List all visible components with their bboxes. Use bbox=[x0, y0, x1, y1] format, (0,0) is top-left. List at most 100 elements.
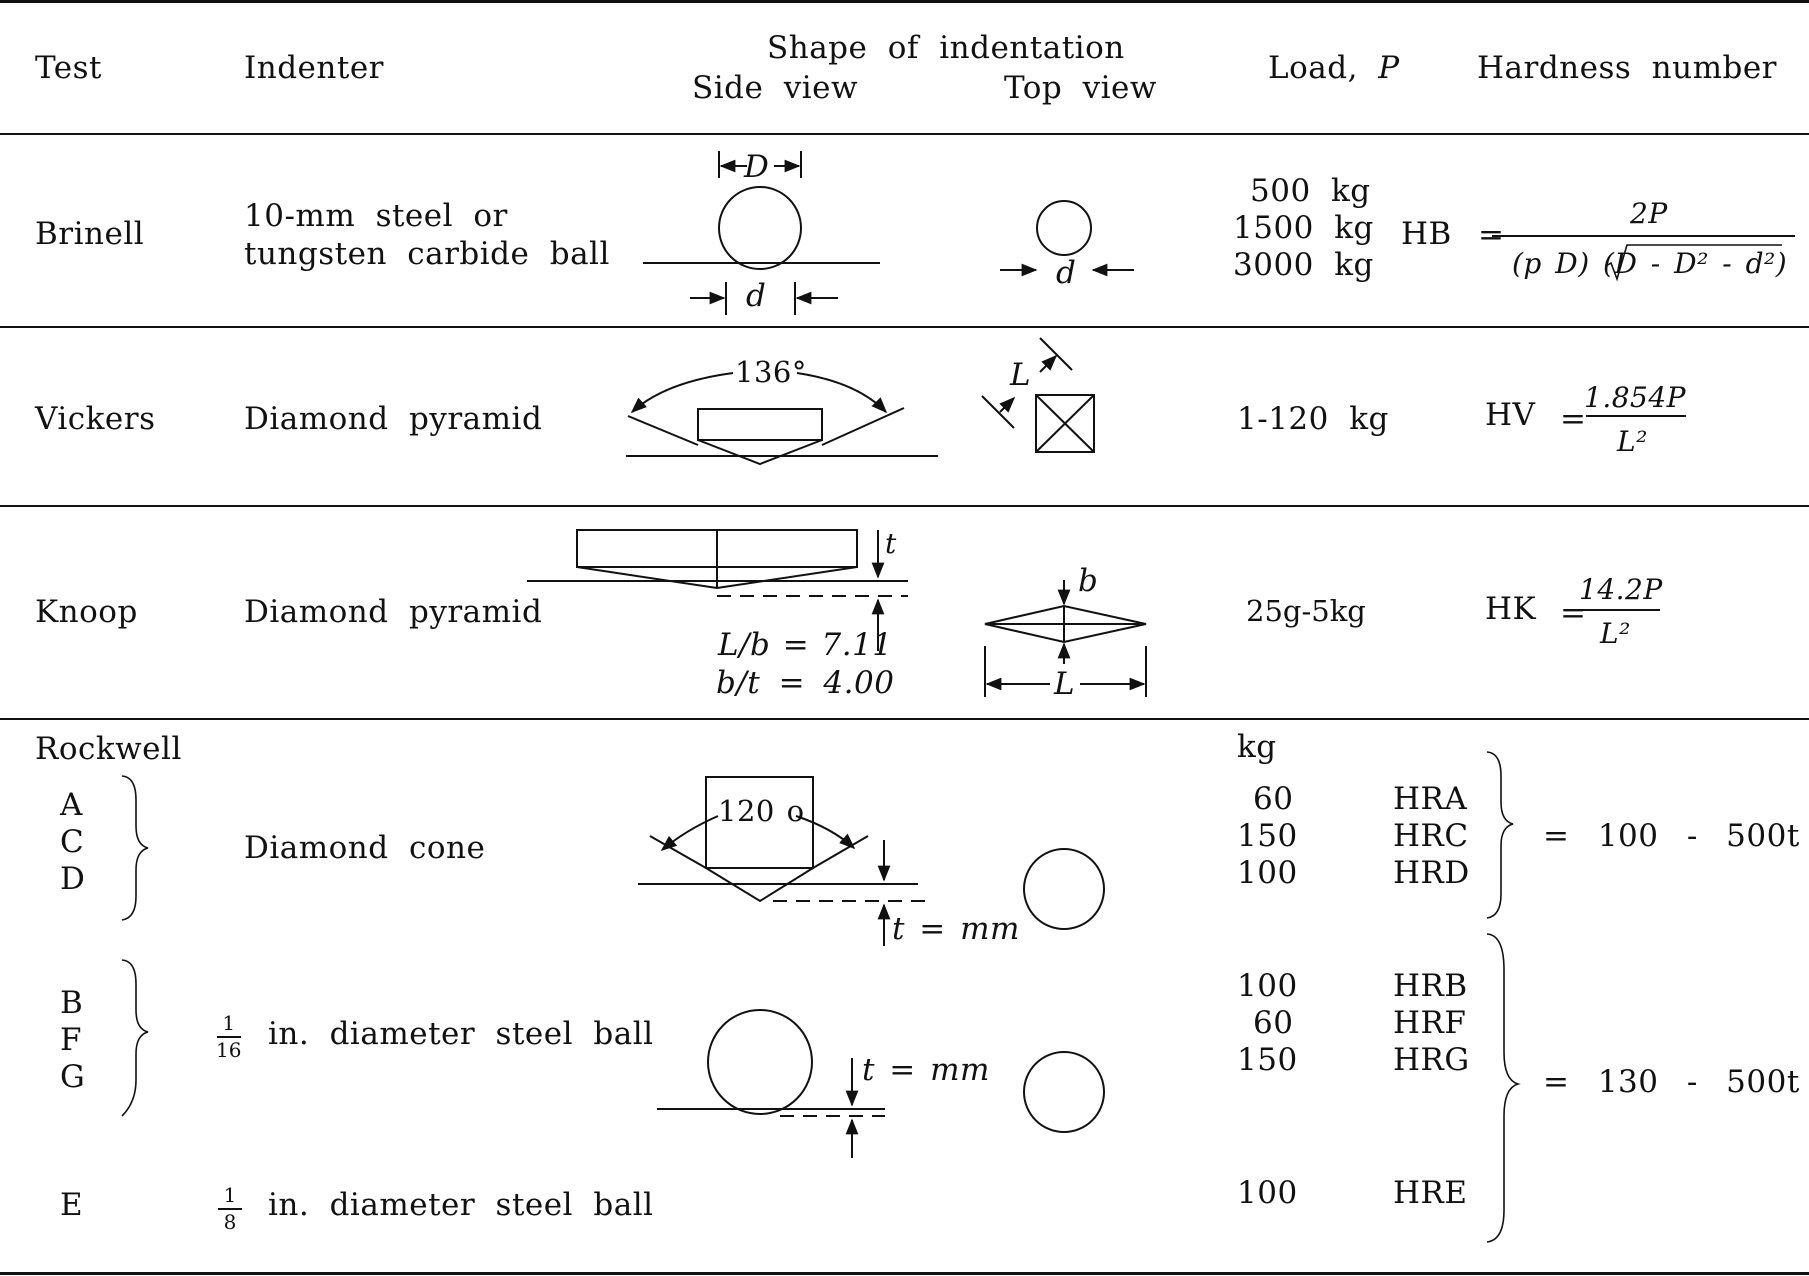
brace-acd bbox=[121, 775, 149, 921]
brinell-load-3: 3000 kg bbox=[1233, 247, 1374, 283]
header-top-view: Top view bbox=[1004, 70, 1157, 106]
knoop-load: 25g-5kg bbox=[1246, 594, 1366, 628]
vickers-load: 1-120 kg bbox=[1237, 401, 1389, 437]
header-indenter: Indenter bbox=[244, 50, 384, 86]
header-hardness: Hardness number bbox=[1477, 50, 1777, 86]
brinell-top-label-d: d bbox=[1056, 255, 1077, 291]
knoop-formula-lhs: HK bbox=[1485, 591, 1537, 627]
rockwell-g2-frac-num: 1 bbox=[222, 1011, 236, 1035]
vickers-formula-den: L² bbox=[1617, 425, 1648, 458]
knoop-test: Knoop bbox=[35, 594, 138, 630]
header-load: Load, P bbox=[1268, 50, 1400, 86]
rockwell-hre: HRE bbox=[1393, 1175, 1468, 1211]
rockwell-cone-angle: 120 o bbox=[718, 794, 805, 828]
knoop-indenter: Diamond pyramid bbox=[244, 594, 543, 630]
knoop-top-label-L: L bbox=[1054, 666, 1076, 702]
vickers-side-view bbox=[626, 372, 938, 466]
rockwell-g2-depth-label: t = mm bbox=[862, 1052, 990, 1088]
brinell-test: Brinell bbox=[35, 216, 145, 252]
rockwell-g2-load-1: 100 bbox=[1237, 968, 1298, 1004]
rockwell-g2-indenter: in. diameter steel ball bbox=[268, 1016, 654, 1052]
rockwell-g1-formula: = 100 - 500t bbox=[1543, 818, 1800, 854]
rockwell-scale-f: F bbox=[60, 1022, 83, 1058]
brinell-formula-eq: = bbox=[1478, 217, 1505, 253]
rockwell-g2-formula: = 130 - 500t bbox=[1543, 1064, 1800, 1100]
rockwell-test: Rockwell bbox=[35, 731, 182, 767]
rockwell-cone-side-view bbox=[638, 776, 925, 946]
brinell-formula-den: (p D) (D - D² - d²) bbox=[1512, 247, 1788, 280]
brinell-side-view bbox=[643, 151, 880, 315]
brinell-bottom-rule bbox=[0, 326, 1809, 328]
brinell-formula-lines bbox=[1492, 235, 1795, 282]
brinell-formula-lhs: HB bbox=[1401, 216, 1452, 252]
rockwell-g1-indenter: Diamond cone bbox=[244, 830, 486, 866]
brinell-load-1: 500 kg bbox=[1250, 173, 1371, 209]
rockwell-g3-load: 100 bbox=[1237, 1175, 1298, 1211]
rockwell-load-unit: kg bbox=[1237, 729, 1277, 765]
rockwell-cone-top-view bbox=[1023, 848, 1105, 930]
brinell-load-2: 1500 kg bbox=[1233, 210, 1374, 246]
rockwell-ball-top-view bbox=[1023, 1051, 1105, 1133]
rockwell-scale-g: G bbox=[60, 1059, 86, 1095]
vickers-formula-eq: = bbox=[1560, 401, 1587, 437]
rockwell-g1-load-3: 100 bbox=[1237, 855, 1298, 891]
rockwell-scale-b: B bbox=[60, 985, 84, 1021]
brinell-indenter-line1: 10-mm steel or bbox=[244, 198, 508, 234]
vickers-bottom-rule bbox=[0, 505, 1809, 507]
brace-rockwell-right-1 bbox=[1486, 751, 1514, 919]
rockwell-hrd: HRD bbox=[1393, 855, 1470, 891]
rockwell-hra: HRA bbox=[1393, 781, 1468, 817]
knoop-label-t: t bbox=[885, 527, 897, 560]
vickers-test: Vickers bbox=[35, 401, 156, 437]
rockwell-g1-depth-label: t = mm bbox=[892, 911, 1020, 947]
rockwell-scale-e: E bbox=[60, 1187, 84, 1223]
brinell-formula-num: 2P bbox=[1630, 197, 1668, 230]
brace-bfg bbox=[121, 959, 149, 1117]
vickers-angle: 136° bbox=[735, 355, 807, 389]
rockwell-g3-fraction: 1 8 bbox=[218, 1184, 242, 1234]
rockwell-g3-frac-den: 8 bbox=[223, 1209, 237, 1234]
vickers-top-label-L: L bbox=[1010, 357, 1032, 393]
rockwell-g1-load-2: 150 bbox=[1237, 818, 1298, 854]
rockwell-g2-load-2: 60 bbox=[1253, 1005, 1294, 1041]
header-bottom-rule bbox=[0, 133, 1809, 135]
rockwell-g2-load-3: 150 bbox=[1237, 1042, 1298, 1078]
brinell-indenter-line2: tungsten carbide ball bbox=[244, 236, 610, 272]
rockwell-g1-load-1: 60 bbox=[1253, 781, 1294, 817]
header-side-view: Side view bbox=[692, 70, 859, 106]
knoop-top-view bbox=[984, 580, 1147, 697]
brinell-side-label-D: D bbox=[744, 149, 770, 185]
brinell-top-view bbox=[1000, 200, 1134, 277]
rockwell-g2-fraction: 1 16 bbox=[216, 1012, 241, 1062]
rockwell-ball-side-view bbox=[657, 1009, 885, 1158]
vickers-formula-lhs: HV bbox=[1485, 397, 1536, 433]
rockwell-g3-frac-num: 1 bbox=[223, 1183, 237, 1207]
header-test: Test bbox=[35, 50, 102, 86]
brinell-side-label-d: d bbox=[746, 278, 767, 314]
rockwell-g3-indenter: in. diameter steel ball bbox=[268, 1187, 654, 1223]
rockwell-g2-frac-bar bbox=[216, 1036, 241, 1038]
knoop-formula-num: 14.2P bbox=[1579, 573, 1663, 606]
rockwell-g3-frac-bar bbox=[218, 1208, 242, 1210]
knoop-side-view bbox=[527, 529, 908, 651]
knoop-bottom-rule bbox=[0, 718, 1809, 720]
rockwell-hrc: HRC bbox=[1393, 818, 1469, 854]
rockwell-hrg: HRG bbox=[1393, 1042, 1470, 1078]
knoop-ratio-2: b/t = 4.00 bbox=[716, 665, 895, 701]
brace-rockwell-right-2 bbox=[1486, 933, 1521, 1243]
header-load-var: P bbox=[1378, 50, 1400, 86]
knoop-formula-eq: = bbox=[1560, 595, 1587, 631]
vickers-indenter: Diamond pyramid bbox=[244, 401, 543, 437]
rockwell-g2-frac-den: 16 bbox=[216, 1037, 242, 1062]
rockwell-scale-a: A bbox=[60, 787, 83, 823]
vickers-top-view bbox=[981, 337, 1095, 453]
table-top-rule bbox=[0, 0, 1809, 3]
rockwell-hrb: HRB bbox=[1393, 968, 1468, 1004]
knoop-top-label-b: b bbox=[1078, 563, 1099, 599]
rockwell-scale-d: D bbox=[60, 861, 86, 897]
knoop-formula-den: L² bbox=[1600, 617, 1631, 650]
rockwell-hrf: HRF bbox=[1393, 1005, 1467, 1041]
table-bottom-rule bbox=[0, 1272, 1809, 1275]
rockwell-scale-c: C bbox=[60, 824, 85, 860]
header-shape: Shape of indentation bbox=[767, 30, 1125, 66]
